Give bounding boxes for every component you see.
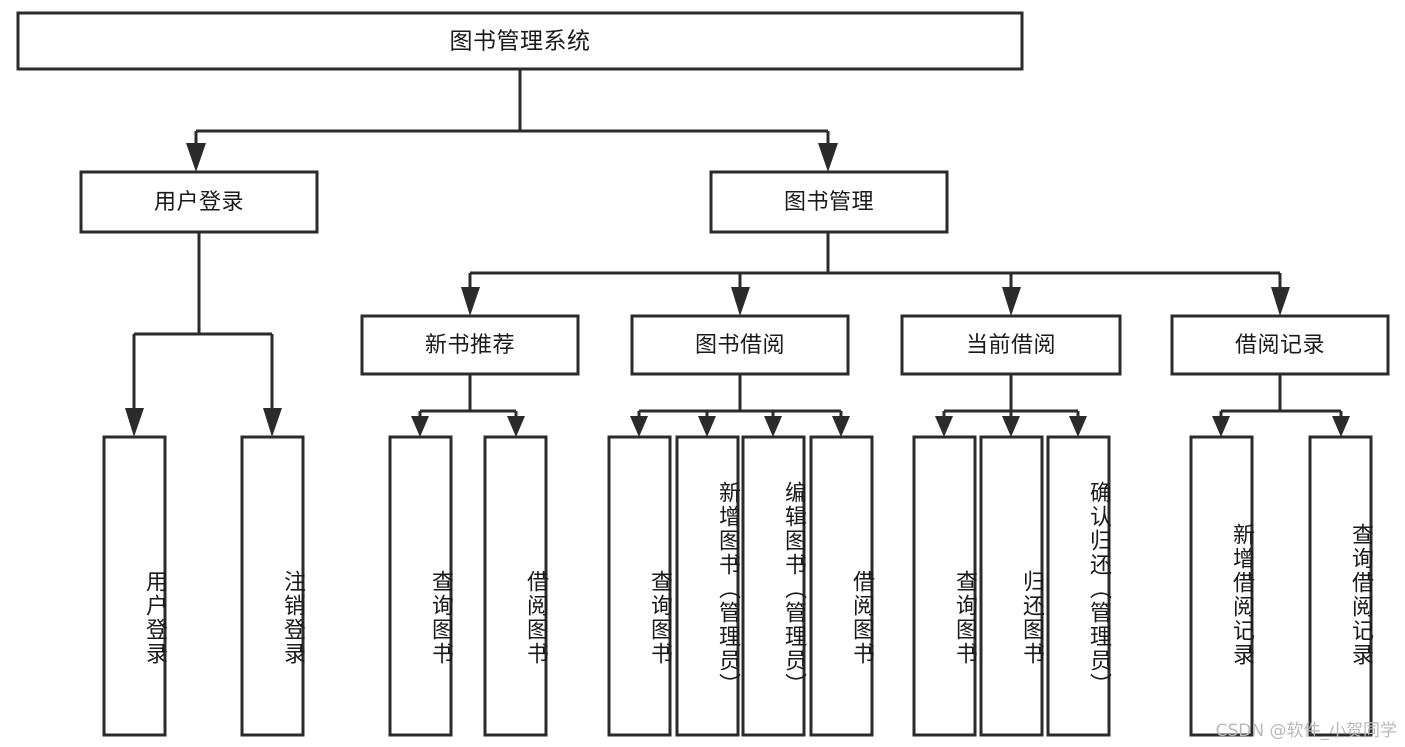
arrow-head-leaf-user-login xyxy=(125,408,144,437)
arrow-head-leaf-add-book xyxy=(698,416,716,437)
node-book-borrow-box[interactable] xyxy=(630,314,850,376)
arrow-head-leaf-return-book xyxy=(1002,416,1020,437)
node-leaf-add-record-box[interactable] xyxy=(1189,435,1254,737)
node-book-manage-label: 图书管理 xyxy=(784,190,874,215)
node-leaf-borrow-book-1-box[interactable] xyxy=(483,435,548,737)
node-user-login[interactable]: 用户登录 xyxy=(79,170,319,234)
node-leaf-return-book-box[interactable] xyxy=(979,435,1044,737)
node-user-login-label: 用户登录 xyxy=(154,190,244,215)
arrow-head-book-manage xyxy=(818,143,838,172)
node-leaf-query-book-3-box[interactable] xyxy=(912,435,977,737)
node-leaf-borrow-book-2-box[interactable] xyxy=(809,435,874,737)
node-leaf-user-login-box[interactable] xyxy=(102,435,167,737)
leaf-boxes xyxy=(102,435,1373,737)
connector-group xyxy=(125,69,1350,437)
node-new-book-recommend-box[interactable] xyxy=(360,314,580,376)
node-new-book-recommend[interactable]: 新书推荐 xyxy=(360,314,580,376)
arrow-head-leaf-confirm-return xyxy=(1069,416,1087,437)
node-leaf-query-book-1-box[interactable] xyxy=(388,435,453,737)
node-current-borrow-box[interactable] xyxy=(900,314,1122,376)
arrow-head-leaf-borrow-book-1 xyxy=(507,416,525,437)
arrow-head-leaf-query-book-2 xyxy=(630,416,648,437)
node-borrow-record-box[interactable] xyxy=(1170,314,1390,376)
node-root[interactable]: 图书管理系统 xyxy=(16,11,1024,71)
arrow-head-leaf-borrow-book-2 xyxy=(832,416,850,437)
arrow-head-book-borrow xyxy=(731,287,750,316)
node-leaf-user-logout-box[interactable] xyxy=(240,435,305,737)
node-book-manage[interactable]: 图书管理 xyxy=(709,170,949,234)
arrow-head-leaf-query-record xyxy=(1332,416,1350,437)
node-user-login-box[interactable] xyxy=(79,170,319,234)
node-borrow-record-label: 借阅记录 xyxy=(1235,333,1325,358)
arrow-head-leaf-edit-book xyxy=(764,416,782,437)
arrow-head-leaf-add-record xyxy=(1212,416,1230,437)
node-root-box[interactable] xyxy=(16,11,1024,71)
node-new-book-recommend-label: 新书推荐 xyxy=(425,333,515,358)
node-leaf-edit-book-box[interactable] xyxy=(741,435,806,737)
node-root-label: 图书管理系统 xyxy=(450,29,591,55)
arrow-head-leaf-query-book-3 xyxy=(935,416,953,437)
node-leaf-add-book-box[interactable] xyxy=(675,435,740,737)
arrow-head-leaf-user-logout xyxy=(263,408,282,437)
arrow-head-current-borrow xyxy=(1002,287,1021,316)
node-leaf-query-record-box[interactable] xyxy=(1308,435,1373,737)
node-borrow-record[interactable]: 借阅记录 xyxy=(1170,314,1390,376)
node-current-borrow[interactable]: 当前借阅 xyxy=(900,314,1122,376)
arrow-head-user-login xyxy=(186,143,206,172)
node-leaf-query-book-2-box[interactable] xyxy=(607,435,672,737)
node-book-borrow[interactable]: 图书借阅 xyxy=(630,314,850,376)
node-leaf-confirm-return-box[interactable] xyxy=(1046,435,1111,737)
arrow-head-borrow-record xyxy=(1271,287,1290,316)
node-current-borrow-label: 当前借阅 xyxy=(966,333,1056,358)
node-book-borrow-label: 图书借阅 xyxy=(695,333,785,358)
node-book-manage-box[interactable] xyxy=(709,170,949,234)
arrow-head-leaf-query-book-1 xyxy=(411,416,429,437)
csdn-watermark: CSDN @软件_小贺同学 xyxy=(1215,721,1397,741)
arrow-head-new-book-recommend xyxy=(461,287,480,316)
